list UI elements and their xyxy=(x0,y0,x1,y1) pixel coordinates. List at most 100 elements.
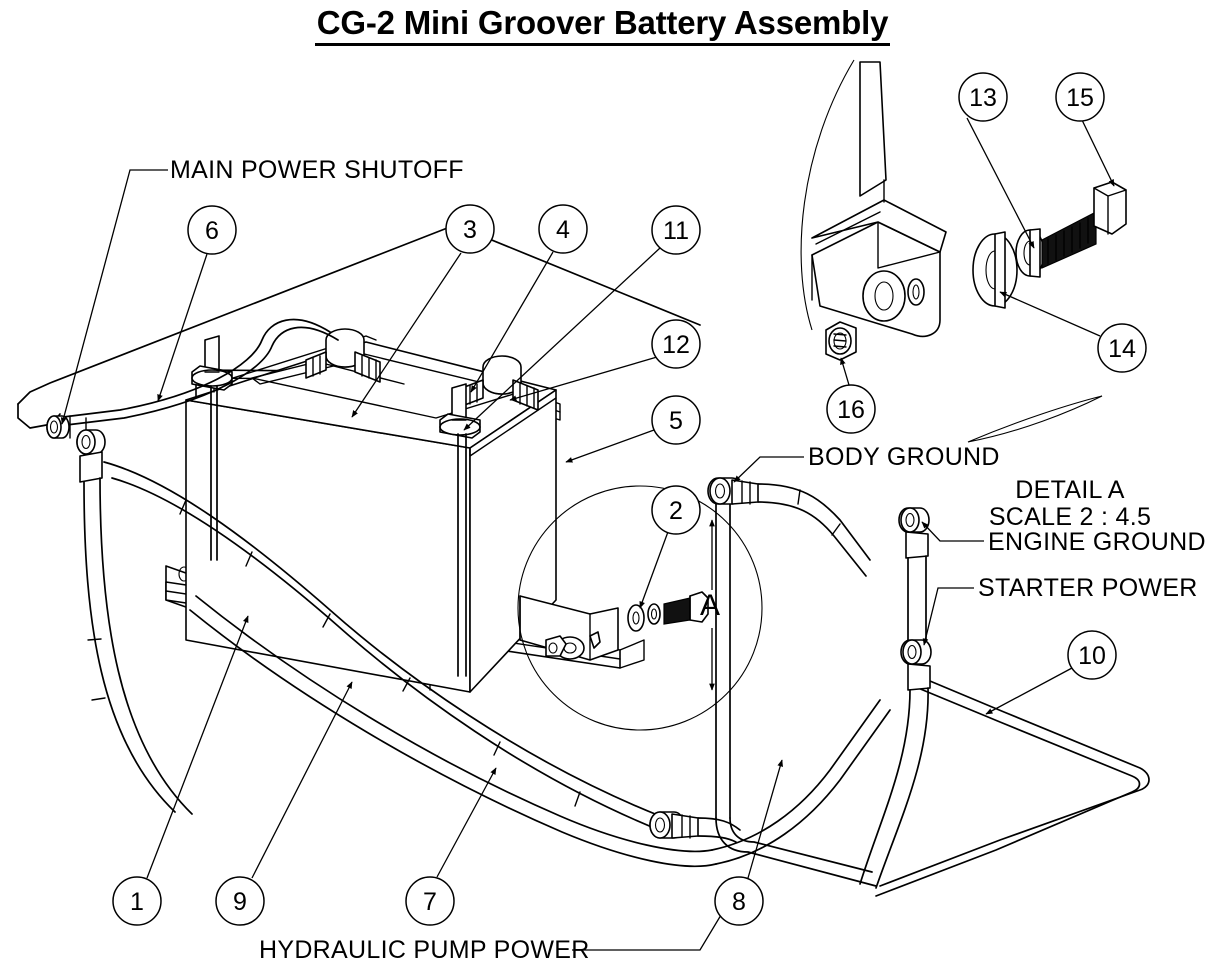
label-hydraulic-pump-power: HYDRAULIC PUMP POWER xyxy=(259,936,590,964)
balloon-13[interactable]: 13 xyxy=(958,72,1008,122)
leader-balloon-9 xyxy=(251,681,353,879)
balloon-15[interactable]: 15 xyxy=(1055,72,1105,122)
leader-balloon-4 xyxy=(470,251,554,393)
balloon-circle xyxy=(215,876,265,926)
detail-a-view xyxy=(800,59,1127,443)
balloon-4[interactable]: 4 xyxy=(538,204,588,254)
balloon-2[interactable]: 2 xyxy=(651,485,701,535)
balloon-12[interactable]: 12 xyxy=(651,319,701,369)
balloon-group: 6 3 4 11 12 5 2 13 15 14 16 10 1 9 7 8 xyxy=(112,72,1147,926)
leader-hydraulic-pump-power xyxy=(572,899,731,951)
balloon-number: 12 xyxy=(662,331,690,359)
balloon-circle xyxy=(1097,323,1147,373)
cable-engine-ground xyxy=(898,507,930,651)
balloon-number: 15 xyxy=(1066,84,1094,112)
leader-balloon-10 xyxy=(985,667,1073,715)
detail-circle-a xyxy=(517,485,763,731)
balloon-number: 2 xyxy=(669,497,683,525)
cable-body-ground xyxy=(707,477,871,577)
detail-tray-bracket xyxy=(811,61,947,361)
label-body-ground: BODY GROUND xyxy=(808,443,1000,471)
label-starter-power: STARTER POWER xyxy=(978,574,1198,602)
balloon-8[interactable]: 8 xyxy=(714,876,764,926)
leader-balloon-15 xyxy=(1081,119,1115,187)
leader-balloon-13 xyxy=(966,117,1035,249)
balloon-11[interactable]: 11 xyxy=(651,205,701,255)
balloon-circle xyxy=(651,205,701,255)
leader-body-ground xyxy=(733,456,804,483)
leader-starter-power xyxy=(922,587,974,646)
balloon-number: 5 xyxy=(669,407,683,435)
section-letter-a: A xyxy=(700,589,721,622)
leader-balloon-11 xyxy=(463,247,661,431)
ground-bracket-assembly xyxy=(519,591,709,661)
label-main-power-shutoff: MAIN POWER SHUTOFF xyxy=(170,156,464,184)
cable-left-down xyxy=(76,429,193,815)
detail-washer-lock xyxy=(1015,228,1045,278)
main-assembly-view xyxy=(17,224,1150,897)
leader-engine-ground xyxy=(921,521,984,542)
balloon-circle xyxy=(651,485,701,535)
balloon-number: 6 xyxy=(205,217,219,245)
balloon-10[interactable]: 10 xyxy=(1067,630,1117,680)
leader-balloon-16 xyxy=(840,357,850,386)
balloon-7[interactable]: 7 xyxy=(405,876,455,926)
battery-terminal-right xyxy=(461,355,539,411)
balloon-number: 16 xyxy=(837,396,865,424)
leader-balloon-7 xyxy=(436,767,497,878)
cable-hydraulic-pump-lug xyxy=(649,811,741,843)
balloon-number: 11 xyxy=(663,217,689,245)
frame-handle-bar xyxy=(189,595,891,868)
detail-bolt xyxy=(1041,181,1127,269)
balloon-circle xyxy=(538,204,588,254)
leader-balloon-12 xyxy=(509,356,658,401)
balloon-circle xyxy=(112,876,162,926)
balloon-number: 8 xyxy=(732,888,746,916)
label-detail-scale: SCALE 2 : 4.5 xyxy=(988,503,1152,531)
balloon-number: 9 xyxy=(233,888,247,916)
balloon-9[interactable]: 9 xyxy=(215,876,265,926)
leader-balloon-6 xyxy=(157,253,208,402)
balloon-circle xyxy=(714,876,764,926)
right-loop-frame xyxy=(875,675,1150,897)
balloon-circle xyxy=(187,205,237,255)
cable-starter-power xyxy=(859,639,932,889)
balloon-circle xyxy=(1067,630,1117,680)
balloon-circle xyxy=(958,72,1008,122)
balloon-circle xyxy=(405,876,455,926)
balloon-circle xyxy=(651,319,701,369)
leader-balloon-8 xyxy=(747,759,783,879)
balloon-circle xyxy=(1055,72,1105,122)
leader-main-power-shutoff xyxy=(60,169,168,425)
balloon-1[interactable]: 1 xyxy=(112,876,162,926)
leader-lines xyxy=(60,117,1115,951)
balloon-14[interactable]: 14 xyxy=(1097,323,1147,373)
leader-balloon-1 xyxy=(146,615,249,879)
balloon-number: 13 xyxy=(969,84,997,112)
balloon-circle xyxy=(445,204,495,254)
balloon-5[interactable]: 5 xyxy=(651,395,701,445)
balloon-number: 3 xyxy=(463,216,477,244)
balloon-number: 4 xyxy=(556,216,570,244)
label-detail-a: DETAIL A xyxy=(1015,476,1125,504)
balloon-circle xyxy=(651,395,701,445)
balloon-number: 1 xyxy=(130,888,144,916)
page-title: CG-2 Mini Groover Battery Assembly xyxy=(0,4,1205,46)
balloon-circle xyxy=(826,384,876,434)
holddown-bolt-right xyxy=(439,383,481,677)
frame-right-post xyxy=(715,489,877,887)
detail-washer-large xyxy=(972,231,1018,309)
balloon-6[interactable]: 6 xyxy=(187,205,237,255)
leader-balloon-5 xyxy=(565,429,655,463)
balloon-3[interactable]: 3 xyxy=(445,204,495,254)
balloon-number: 14 xyxy=(1108,335,1136,363)
balloon-16[interactable]: 16 xyxy=(826,384,876,434)
balloon-number: 7 xyxy=(423,888,437,916)
cable-hydraulic-arc xyxy=(103,461,665,833)
balloon-number: 10 xyxy=(1078,642,1106,670)
label-engine-ground: ENGINE GROUND xyxy=(988,528,1205,556)
holddown-bolt-left xyxy=(191,335,233,561)
battery-terminal-left xyxy=(305,328,381,383)
